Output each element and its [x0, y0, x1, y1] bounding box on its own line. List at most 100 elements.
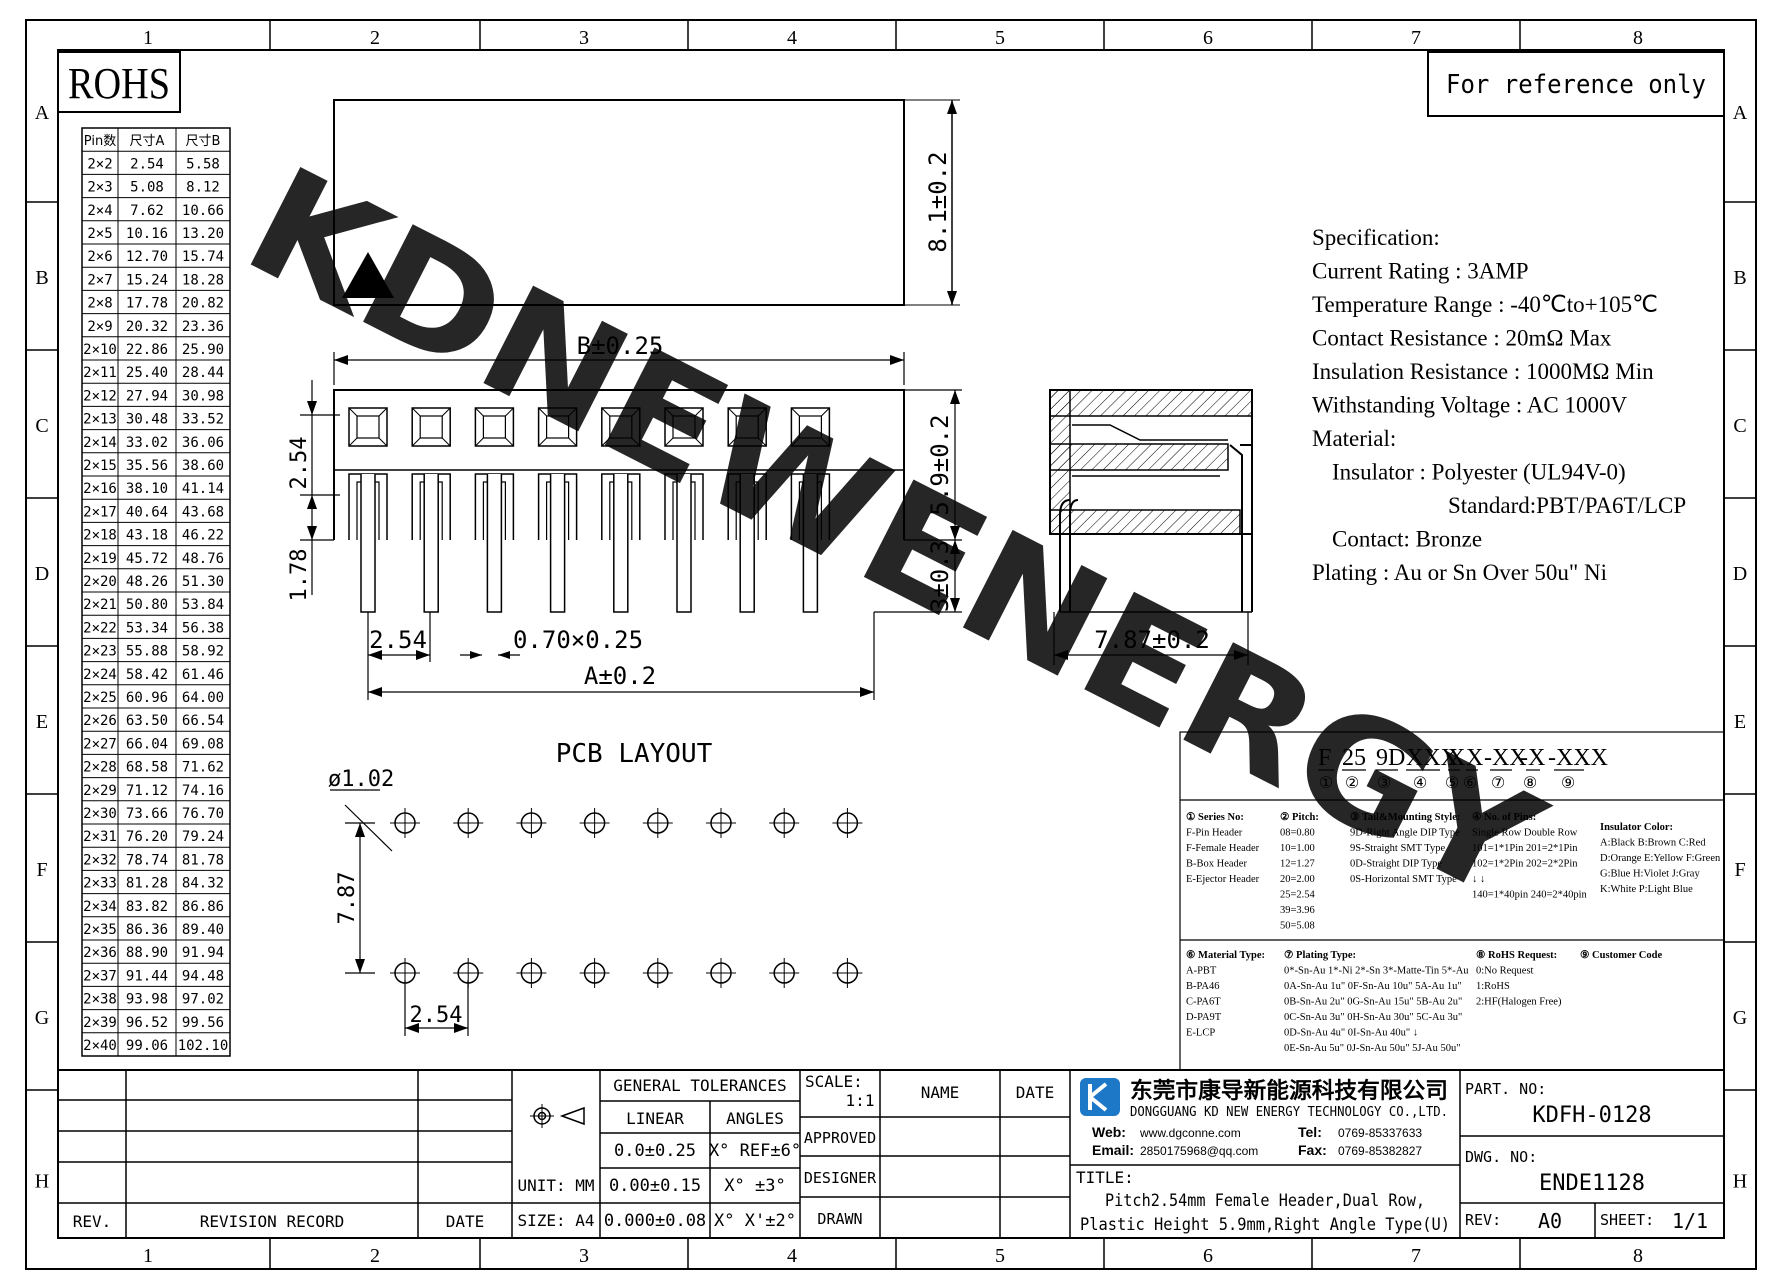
code-legend-line: 1:RoHS	[1476, 981, 1510, 992]
part-no-label: PART. NO:	[1465, 1080, 1546, 1098]
pin-table-cell: 2×29	[83, 783, 117, 799]
zone-row-left: D	[35, 563, 49, 585]
pin-table-cell: 76.20	[126, 829, 168, 845]
zone-row-right: A	[1733, 102, 1748, 124]
revision-record-header: REVISION RECORD	[200, 1212, 345, 1231]
zone-col-top: 7	[1411, 27, 1421, 49]
pin-table-cell: 99.06	[126, 1038, 168, 1054]
pin-table-cell: 2×4	[87, 203, 112, 219]
pin-table-cell: 43.68	[182, 504, 224, 520]
spec-line: Withstanding Voltage : AC 1000V	[1312, 393, 1628, 418]
pin-table-cell: 15.24	[126, 272, 168, 288]
pin-table-cell: 69.08	[182, 736, 224, 752]
zone-row-right: C	[1733, 415, 1746, 437]
sheet-label: SHEET:	[1600, 1211, 1654, 1229]
code-legend-line: 102=1*2Pin 202=2*2Pin	[1472, 859, 1578, 870]
spec-line: Current Rating : 3AMP	[1312, 259, 1529, 284]
part-code-index: ①	[1319, 773, 1333, 792]
pin-table-cell: 2×6	[87, 249, 112, 265]
code-legend-line: 0*-Sn-Au 1*-Ni 2*-Sn 3*-Matte-Tin 5*-Au	[1284, 966, 1469, 977]
top-view	[333, 99, 960, 306]
zone-col-top: 3	[579, 27, 589, 49]
code-legend-line: Insulator Color:	[1600, 822, 1673, 833]
dim-pin-size: 0.70×0.25	[513, 626, 643, 654]
part-code-index: ③	[1377, 773, 1391, 792]
part-code-index: ⑧	[1523, 773, 1537, 792]
code-legend-line: 9D-Right Angle DIP Type	[1350, 828, 1460, 839]
part-no-value: KDFH-0128	[1532, 1103, 1651, 1128]
title-label: TITLE:	[1076, 1168, 1134, 1187]
pin-table-cell: 48.26	[126, 574, 168, 590]
zone-row-right: B	[1733, 267, 1746, 289]
pin-table-cell: 27.94	[126, 388, 168, 404]
linear-tol-3: 0.000±0.08	[604, 1211, 706, 1231]
zone-row-left: H	[35, 1171, 49, 1193]
pin-table-cell: 71.12	[126, 783, 168, 799]
pin-table-cell: 102.10	[178, 1038, 229, 1054]
zone-row-left: E	[36, 711, 48, 733]
pin-table-cell: 2×23	[83, 644, 117, 660]
code-legend-line: K:White P:Light Blue	[1600, 884, 1693, 895]
fax-value: 0769-85382827	[1338, 1144, 1422, 1158]
rev-value: A0	[1538, 1209, 1562, 1233]
unit-label: UNIT: MM	[517, 1176, 594, 1195]
zone-col-top: 1	[143, 27, 153, 49]
code-legend-line: ⑦ Plating Type:	[1284, 949, 1356, 961]
spec-line: Contact: Bronze	[1332, 527, 1482, 552]
code-legend-line: 0B-Sn-Au 2u" 0G-Sn-Au 15u" 5B-Au 2u"	[1284, 997, 1462, 1008]
pin-table-cell: 64.00	[182, 690, 224, 706]
angle-tol-1: X° REF±6°	[709, 1141, 801, 1161]
pin-table-cell: 45.72	[126, 551, 168, 567]
pin-table-cell: 10.16	[126, 226, 168, 242]
part-code-index: ⑤	[1445, 773, 1459, 792]
spec-line: Insulation Resistance : 1000MΩ Min	[1312, 359, 1654, 384]
pin-table-cell: 99.56	[182, 1015, 224, 1031]
dim-pitch-v: 2.54	[287, 437, 312, 490]
part-code-segment: -XXX	[1548, 745, 1608, 771]
pin-table-cell: 2×8	[87, 296, 112, 312]
pin-table-cell: 41.14	[182, 481, 224, 497]
code-legend-line: G:Blue H:Violet J:Gray	[1600, 869, 1700, 880]
code-legend-line: 12=1.27	[1280, 859, 1315, 870]
zone-row-left: A	[35, 102, 50, 124]
code-legend-line: B-PA46	[1186, 981, 1219, 992]
sheet-value: 1/1	[1672, 1209, 1708, 1233]
code-legend-line: F-Pin Header	[1186, 828, 1243, 839]
code-legend-line: C-PA6T	[1186, 997, 1221, 1008]
zone-col-bottom: 5	[995, 1245, 1005, 1267]
pin-table-cell: 2×20	[83, 574, 117, 590]
zone-row-right: G	[1733, 1007, 1747, 1029]
pcb-holes	[390, 808, 863, 988]
zone-col-bottom: 3	[579, 1245, 589, 1267]
part-code-index: ④	[1413, 773, 1427, 792]
pin-table-cell: 5.58	[186, 156, 220, 172]
pin-table-cell: 51.30	[182, 574, 224, 590]
pin-table-cell: 20.82	[182, 296, 224, 312]
pin-table-cell: 46.22	[182, 528, 224, 544]
scale-value: 1:1	[846, 1091, 875, 1110]
zone-col-top: 5	[995, 27, 1005, 49]
pin-table-cell: 2.54	[130, 156, 164, 172]
pin-table-cell: 2×17	[83, 504, 117, 520]
code-legend-line: A-PBT	[1186, 966, 1217, 977]
code-legend-line: 9S-Straight SMT Type	[1350, 843, 1445, 854]
zone-col-top: 4	[787, 27, 797, 49]
title-line-2: Plastic Height 5.9mm,Right Angle Type(U)	[1080, 1215, 1450, 1235]
pin-table-cell: 40.64	[126, 504, 168, 520]
zone-col-bottom: 7	[1411, 1245, 1421, 1267]
angle-tol-2: X° ±3°	[724, 1176, 785, 1196]
front-view	[333, 389, 905, 613]
pin-table-cell: 86.36	[126, 922, 168, 938]
pin-table-cell: 2×39	[83, 1015, 117, 1031]
pin-table-cell: 13.20	[182, 226, 224, 242]
pin-table-cell: 2×40	[83, 1038, 117, 1054]
part-code-segment: -X	[1520, 745, 1545, 771]
code-legend-line: 0S-Horizontal SMT Type	[1350, 874, 1457, 885]
code-legend-line: 101=1*1Pin 201=2*1Pin	[1472, 843, 1578, 854]
dim-pitch-h: 2.54	[369, 626, 427, 654]
pin-table-cell: 2×35	[83, 922, 117, 938]
pin-table-cell: 43.18	[126, 528, 168, 544]
pin-table-cell: 2×27	[83, 736, 117, 752]
pin-table-cell: 38.10	[126, 481, 168, 497]
